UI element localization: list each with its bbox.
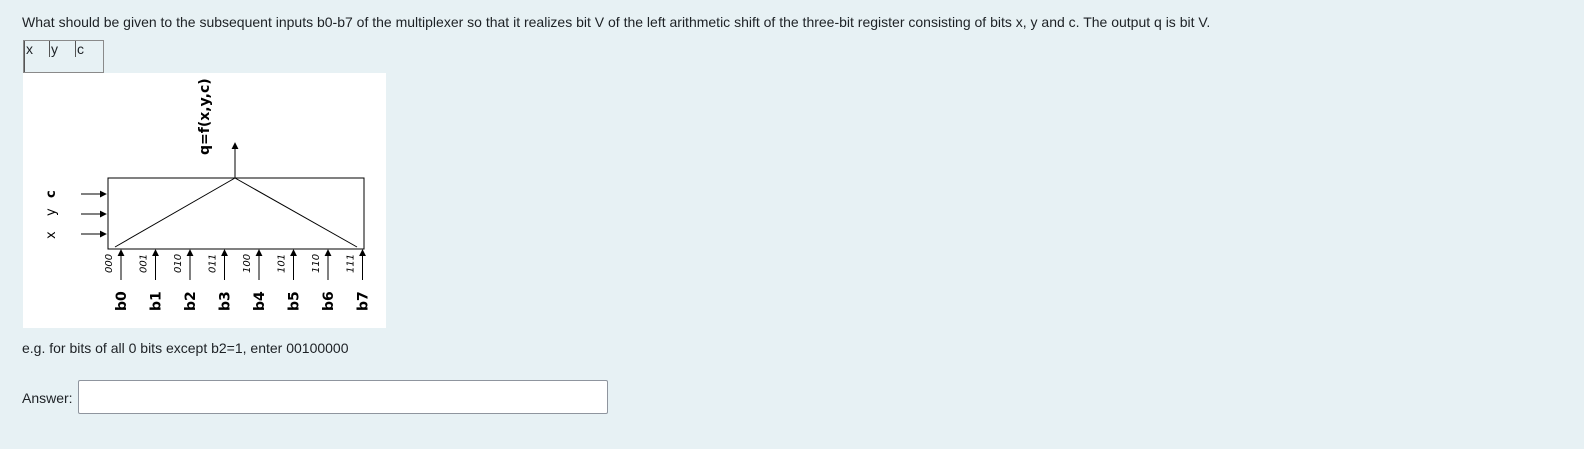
data-input-code-b6: 110 (311, 254, 322, 273)
data-input-code-b3: 011 (208, 254, 219, 273)
data-input-label-b1: b1 (149, 291, 165, 311)
data-input-code-b1: 001 (139, 254, 150, 273)
register-table: x y c (23, 40, 104, 73)
data-input-label-b4: b4 (252, 291, 268, 311)
data-input-label-b6: b6 (321, 291, 337, 311)
answer-label: Answer: (22, 390, 73, 406)
select-label-y: y (44, 208, 59, 216)
question-text: What should be given to the subsequent i… (22, 14, 1211, 30)
output-label: q=f(x,y,c) (197, 78, 213, 155)
data-input-label-b3: b3 (218, 291, 234, 311)
select-inputs: x y c (44, 190, 107, 239)
data-input-code-b0: 000 (104, 254, 115, 273)
answer-input[interactable] (78, 380, 608, 414)
multiplexer-svg: q=f(x,y,c) x y c 000 b0 001 b1 010 b2 011 b3 100… (44, 78, 372, 311)
example-text: e.g. for bits of all 0 bits except b2=1,… (22, 340, 349, 356)
mux-diagonal-right (234, 177, 358, 248)
data-input-label-b2: b2 (183, 291, 199, 311)
multiplexer-diagram: q=f(x,y,c) x y c 000 b0 001 b1 010 b2 011 b3 100… (23, 73, 386, 328)
mux-diagonal-left (114, 177, 236, 248)
data-input-code-b4: 100 (242, 254, 253, 273)
data-input-code-b7: 111 (346, 254, 357, 273)
data-input-code-b2: 010 (173, 254, 184, 273)
data-inputs: 000 b0 001 b1 010 b2 011 b3 100 b4 101 b5 110 b6 111 b7 (104, 249, 372, 311)
select-label-c: c (44, 190, 59, 198)
data-input-label-b0: b0 (114, 291, 130, 311)
register-cell-c: c (75, 41, 101, 57)
mux-box (107, 177, 365, 250)
select-label-x: x (44, 231, 59, 239)
register-cell-y: y (49, 41, 75, 57)
data-input-label-b5: b5 (287, 291, 303, 311)
data-input-code-b5: 101 (277, 254, 288, 273)
register-cell-x: x (24, 41, 50, 72)
data-input-label-b7: b7 (356, 291, 372, 311)
